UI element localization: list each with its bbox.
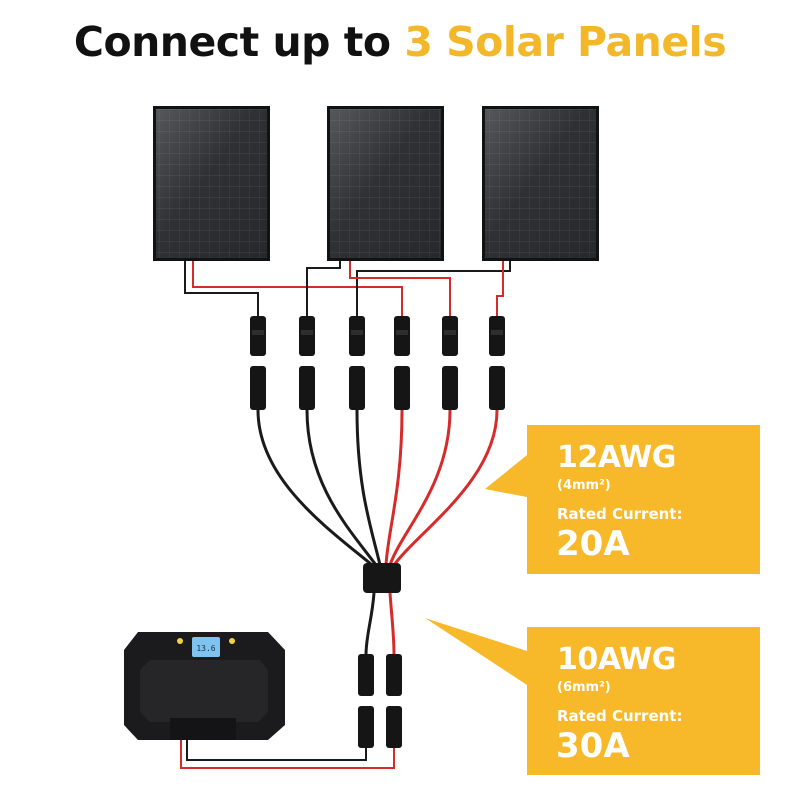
branch-cable-positive-3 [392,409,499,566]
mc4-connectors-bottom [358,654,402,748]
spec-metric: (6mm²) [557,680,611,695]
callout-pointer-1 [485,455,527,497]
controller-display: 13.6 [196,644,215,653]
controller-cables [180,740,395,769]
solar-panel-2 [327,106,444,261]
title-highlight: 3 Solar Panels [404,18,727,66]
controller-led-right [229,638,235,644]
solar-panel-1 [153,106,270,261]
charge-controller: 13.6 [124,632,285,740]
spec-callout-12awg: 12AWG (4mm²) Rated Current: 20A [527,425,760,574]
panel3-negative-lead [356,261,511,318]
controller-cable-positive [180,740,395,769]
spec-current: 30A [556,726,630,766]
callout-pointer-2 [425,618,527,685]
solar-panel-3 [482,106,599,261]
controller-cable-negative [186,740,367,761]
spec-rated-label: Rated Current: [557,505,683,523]
branch-connector-hub [363,563,401,593]
mc4-connector-ribs-upper [252,330,503,335]
spec-callout-10awg: 10AWG (6mm²) Rated Current: 30A [527,627,760,775]
trunk-cables [364,592,396,656]
spec-gauge: 12AWG [557,440,676,475]
branch-cable-negative-1 [256,409,373,567]
panel2-positive-lead [349,261,451,318]
branch-cable-negative-2 [305,409,378,566]
trunk-cable-positive [388,592,396,656]
spec-metric: (4mm²) [557,478,611,493]
controller-screen [192,637,220,657]
branch-cable-positive-1 [384,409,404,566]
spec-gauge: 10AWG [557,642,676,677]
panel2-negative-lead [306,261,341,318]
trunk-cable-negative [364,592,376,656]
mc4-connectors-lower [250,366,505,410]
panel1-positive-lead [192,261,403,318]
panel-leads [184,261,511,318]
branch-cable-positive-2 [388,409,452,566]
mc4-connectors-upper [250,316,505,356]
title-prefix: Connect up to [73,18,405,66]
controller-led-left [177,638,183,644]
spec-current: 20A [556,524,630,564]
spec-rated-label: Rated Current: [557,707,683,725]
page-title: Connect up to 3 Solar Panels [0,18,800,66]
panel1-negative-lead [184,261,259,318]
branch-cable-negative-3 [355,409,382,566]
branch-cables [256,409,499,567]
panel3-positive-lead [496,261,504,318]
